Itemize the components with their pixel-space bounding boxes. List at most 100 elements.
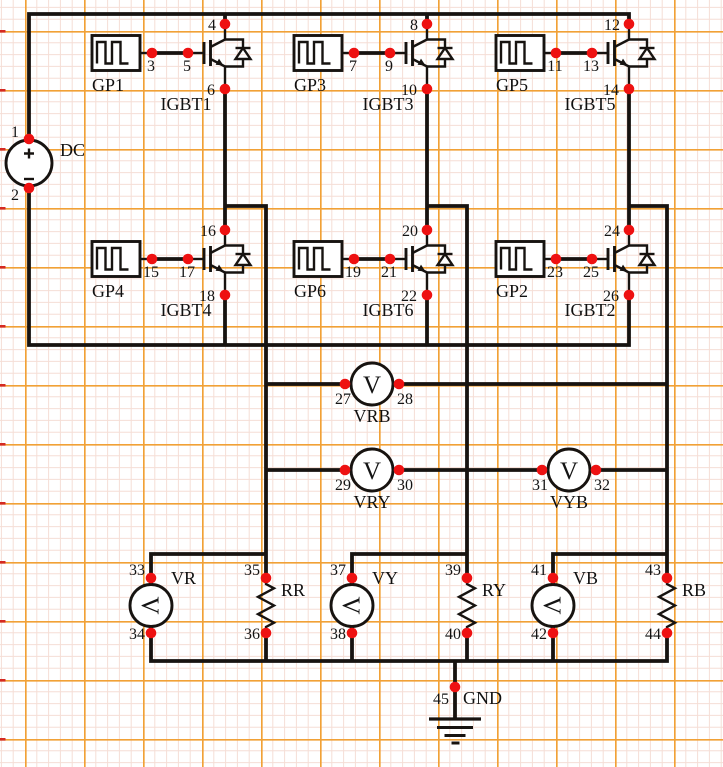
terminal-node-28[interactable] [393, 378, 405, 390]
node-label-35: 35 [244, 562, 260, 579]
terminal-node-30[interactable] [393, 464, 405, 476]
terminal-node-38[interactable] [346, 627, 358, 639]
terminal-node-4[interactable] [219, 18, 231, 30]
terminal-node-37[interactable] [346, 572, 358, 584]
node-label-27: 27 [335, 391, 351, 408]
voltmeter-vb-symbol[interactable]: V [530, 583, 576, 628]
node-label-40: 40 [445, 626, 461, 643]
voltmeter-vr-symbol[interactable]: V [128, 583, 174, 628]
label-gp1: GP1 [92, 75, 124, 95]
terminal-node-41[interactable] [547, 572, 559, 584]
node-label-3: 3 [147, 58, 155, 75]
node-label-24: 24 [604, 223, 620, 240]
label-gp2: GP2 [496, 281, 528, 301]
voltmeter-glyph: V [538, 596, 565, 614]
terminal-node-22[interactable] [421, 289, 433, 301]
terminal-node-21[interactable] [384, 253, 396, 265]
terminal-node-5[interactable] [182, 47, 194, 59]
terminal-node-12[interactable] [623, 18, 635, 30]
node-label-7: 7 [349, 58, 357, 75]
label-igbt3: IGBT3 [363, 94, 414, 114]
terminal-node-43[interactable] [661, 572, 673, 584]
node-label-23: 23 [547, 264, 563, 281]
terminal-node-36[interactable] [260, 627, 272, 639]
terminal-node-10[interactable] [421, 83, 433, 95]
node-label-44: 44 [645, 626, 661, 643]
terminal-node-17[interactable] [182, 253, 194, 265]
wire-negative-bus[interactable] [27, 188, 631, 347]
node-label-1: 1 [11, 124, 19, 141]
terminal-node-8[interactable] [421, 18, 433, 30]
terminal-node-11[interactable] [550, 47, 562, 59]
terminal-node-14[interactable] [623, 83, 635, 95]
node-label-37: 37 [330, 562, 346, 579]
terminal-node-16[interactable] [219, 224, 231, 236]
node-label-25: 25 [583, 264, 599, 281]
terminal-node-18[interactable] [219, 289, 231, 301]
voltmeter-glyph: V [560, 458, 578, 485]
wire-phase-r[interactable] [225, 204, 268, 578]
terminal-node-2[interactable] [23, 182, 35, 194]
wire-phase-y[interactable] [427, 204, 469, 578]
node-label-39: 39 [445, 562, 461, 579]
label-vry: VRY [353, 492, 390, 512]
node-label-38: 38 [330, 626, 346, 643]
terminal-node-45[interactable] [449, 681, 461, 693]
voltmeter-vry-symbol[interactable]: V [349, 447, 395, 493]
terminal-node-7[interactable] [348, 47, 360, 59]
terminal-node-32[interactable] [590, 464, 602, 476]
terminal-node-1[interactable] [23, 133, 35, 145]
label-igbt5: IGBT5 [565, 94, 616, 114]
terminal-node-20[interactable] [421, 224, 433, 236]
terminal-node-24[interactable] [623, 224, 635, 236]
terminal-node-23[interactable] [550, 253, 562, 265]
terminal-node-19[interactable] [348, 253, 360, 265]
label-dc: DC [60, 140, 85, 160]
voltmeter-vy-symbol[interactable]: V [329, 583, 375, 628]
terminal-node-29[interactable] [339, 464, 351, 476]
voltmeter-vyb-symbol[interactable]: V [546, 447, 592, 493]
terminal-node-44[interactable] [661, 627, 673, 639]
node-label-13: 13 [583, 58, 599, 75]
terminal-node-40[interactable] [461, 627, 473, 639]
terminal-node-15[interactable] [146, 253, 158, 265]
node-label-15: 15 [143, 264, 159, 281]
voltmeter-vrb-symbol[interactable]: V [349, 361, 395, 407]
terminal-node-25[interactable] [586, 253, 598, 265]
label-gp5: GP5 [496, 75, 528, 95]
node-label-22: 22 [401, 288, 417, 305]
terminal-node-34[interactable] [145, 627, 157, 639]
terminal-node-3[interactable] [146, 47, 158, 59]
node-label-6: 6 [207, 82, 215, 99]
dc-source-symbol[interactable] [4, 138, 54, 188]
wire-phase-b[interactable] [629, 204, 669, 578]
terminal-node-42[interactable] [547, 627, 559, 639]
terminal-node-9[interactable] [384, 47, 396, 59]
terminal-node-13[interactable] [586, 47, 598, 59]
label-vrb: VRB [353, 406, 390, 426]
ground-symbol[interactable] [429, 717, 481, 745]
node-label-5: 5 [183, 58, 191, 75]
voltmeter-glyph: V [363, 372, 381, 399]
voltmeter-glyph: V [136, 596, 163, 614]
label-gnd: GND [463, 688, 502, 708]
terminal-node-31[interactable] [536, 464, 548, 476]
terminal-node-27[interactable] [339, 378, 351, 390]
terminal-node-33[interactable] [145, 572, 157, 584]
node-label-2: 2 [11, 187, 19, 204]
node-label-29: 29 [335, 477, 351, 494]
terminal-node-6[interactable] [219, 83, 231, 95]
node-label-43: 43 [645, 562, 661, 579]
terminal-node-35[interactable] [260, 572, 272, 584]
voltmeter-glyph: V [363, 458, 381, 485]
wire-bottom-bus[interactable] [149, 633, 669, 663]
label-rb: RB [682, 580, 706, 600]
terminals [23, 18, 673, 693]
terminal-node-39[interactable] [461, 572, 473, 584]
terminal-node-26[interactable] [623, 289, 635, 301]
node-label-19: 19 [345, 264, 361, 281]
node-label-45: 45 [433, 691, 449, 708]
node-label-9: 9 [385, 58, 393, 75]
